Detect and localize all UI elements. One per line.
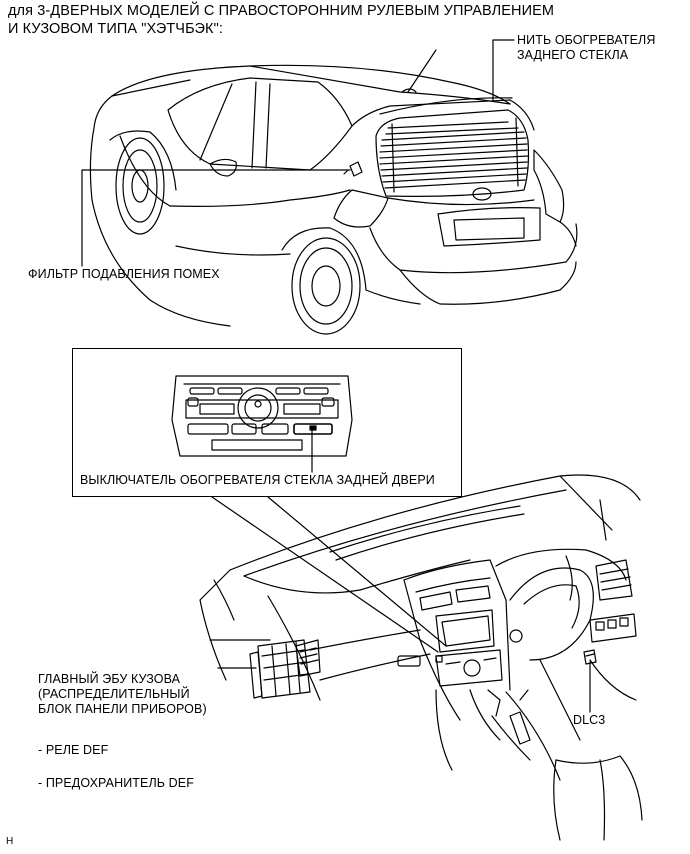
side-window <box>167 77 353 171</box>
rear-heater-wire-line-2: ЗАДНЕГО СТЕКЛА <box>517 48 629 62</box>
main-body-ecu <box>257 639 311 699</box>
antenna <box>407 49 437 93</box>
rear-emblem <box>472 187 492 201</box>
leader-noise-filter <box>81 169 351 267</box>
leader-rear-heater <box>492 39 515 101</box>
rear-wheel <box>291 237 361 335</box>
title-line-1: для 3-ДВЕРНЫХ МОДЕЛЕЙ С ПРАВОСТОРОННИМ Р… <box>8 3 555 19</box>
def-fuse-label: - ПРЕДОХРАНИТЕЛЬ DEF <box>38 776 194 790</box>
left-tail-light <box>333 189 389 228</box>
title-line-2: И КУЗОВОМ ТИПА "ХЭТЧБЭК": <box>8 21 223 37</box>
dashboard-illustration <box>199 474 643 841</box>
inset-frame <box>72 348 462 497</box>
dlc3-connector <box>583 649 597 665</box>
def-relay-label: - РЕЛЕ DEF <box>38 743 109 757</box>
rear-glass <box>375 109 530 197</box>
right-tail-light <box>533 149 565 223</box>
noise-filter-label: ФИЛЬТР ПОДАВЛЕНИЯ ПОМЕХ <box>28 267 220 281</box>
noise-filter-part <box>349 161 363 177</box>
control-knob <box>237 387 279 429</box>
main-body-ecu-line-1: ГЛАВНЫЙ ЭБУ КУЗОВА <box>38 672 181 686</box>
main-body-ecu-line-3: БЛОК ПАНЕЛИ ПРИБОРОВ) <box>38 702 207 716</box>
diagram-title: для 3-ДВЕРНЫХ МОДЕЛЕЙ С ПРАВОСТОРОННИМ Р… <box>8 2 554 38</box>
car-illustration <box>89 49 578 335</box>
main-body-ecu-line-2: (РАСПРЕДЕЛИТЕЛЬНЫЙ <box>38 687 190 701</box>
rear-defogger-switch <box>293 423 333 435</box>
dlc3-label: DLC3 <box>573 713 606 727</box>
defogger-switch-label: ВЫКЛЮЧАТЕЛЬ ОБОГРЕВАТЕЛЯ СТЕКЛА ЗАДНЕЙ Д… <box>80 473 435 487</box>
rear-heater-wire-line-1: НИТЬ ОБОГРЕВАТЕЛЯ <box>517 33 656 47</box>
corner-mark: H <box>6 836 14 847</box>
control-panel-illustration <box>171 375 353 457</box>
front-wheel <box>115 137 165 235</box>
car-roof <box>111 64 511 105</box>
